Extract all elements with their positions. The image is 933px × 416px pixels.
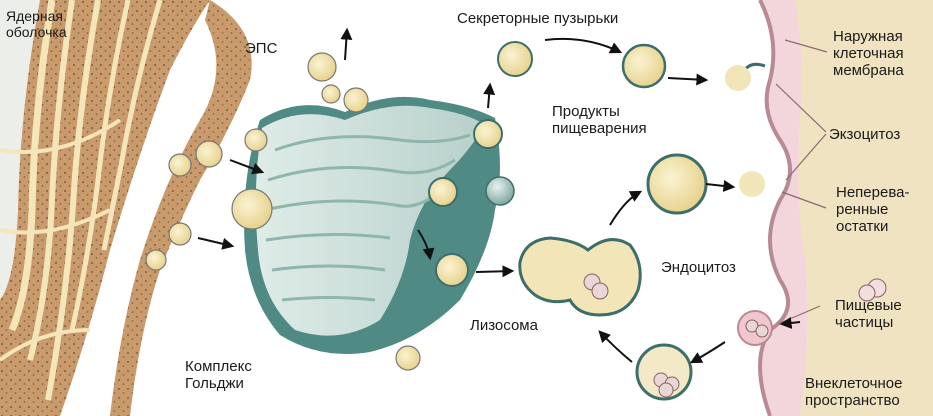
label-undigested-remains-line3: остатки [836, 218, 889, 235]
transport-vesicles [145, 52, 421, 371]
label-food-particles: Пищевые частицы [835, 297, 902, 331]
label-nuclear-envelope-line2: оболочка [6, 24, 67, 40]
label-undigested-remains-line2: ренные [836, 201, 889, 218]
cell-membrane [725, 0, 933, 416]
label-extracellular-space: Внеклеточное пространство [805, 375, 902, 409]
label-golgi-complex: Комплекс Гольджи [185, 358, 252, 392]
label-digestion-products-line2: пищеварения [552, 120, 647, 137]
label-er: ЭПС [245, 40, 278, 57]
label-food-particles-line2: частицы [835, 314, 894, 331]
label-extracellular-space-line1: Внеклеточное [805, 375, 903, 392]
label-outer-membrane-line1: Наружная [833, 28, 903, 45]
label-outer-membrane-line2: клеточная [833, 45, 904, 62]
pointer-lines [775, 39, 828, 325]
label-food-particles-line1: Пищевые [835, 297, 902, 314]
label-exocytosis: Экзоцитоз [829, 126, 901, 143]
label-digestion-products: Продукты пищеварения [552, 103, 647, 137]
label-outer-membrane: Наружная клеточная мембрана [833, 28, 904, 79]
label-extracellular-space-line2: пространство [805, 392, 900, 409]
label-secretory-vesicles: Секреторные пузырьки [457, 10, 619, 27]
label-outer-membrane-line3: мембрана [833, 62, 904, 79]
label-lysosome: Лизосома [470, 317, 538, 334]
label-golgi-complex-line1: Комплекс [185, 358, 252, 375]
label-nuclear-envelope: Ядерная оболочка [6, 8, 67, 40]
label-nuclear-envelope-line1: Ядерная [6, 8, 63, 24]
label-undigested-remains: Неперева- ренные остатки [836, 184, 909, 235]
lysosomes [435, 153, 708, 401]
label-digestion-products-line1: Продукты [552, 103, 620, 120]
flow-arrows [197, 27, 801, 364]
label-undigested-remains-line1: Неперева- [836, 184, 910, 201]
golgi-complex [244, 96, 515, 354]
secretory-vesicles [428, 41, 667, 207]
label-golgi-complex-line2: Гольджи [185, 375, 244, 392]
label-endocytosis: Эндоцитоз [661, 259, 736, 276]
er-network [0, 0, 252, 416]
